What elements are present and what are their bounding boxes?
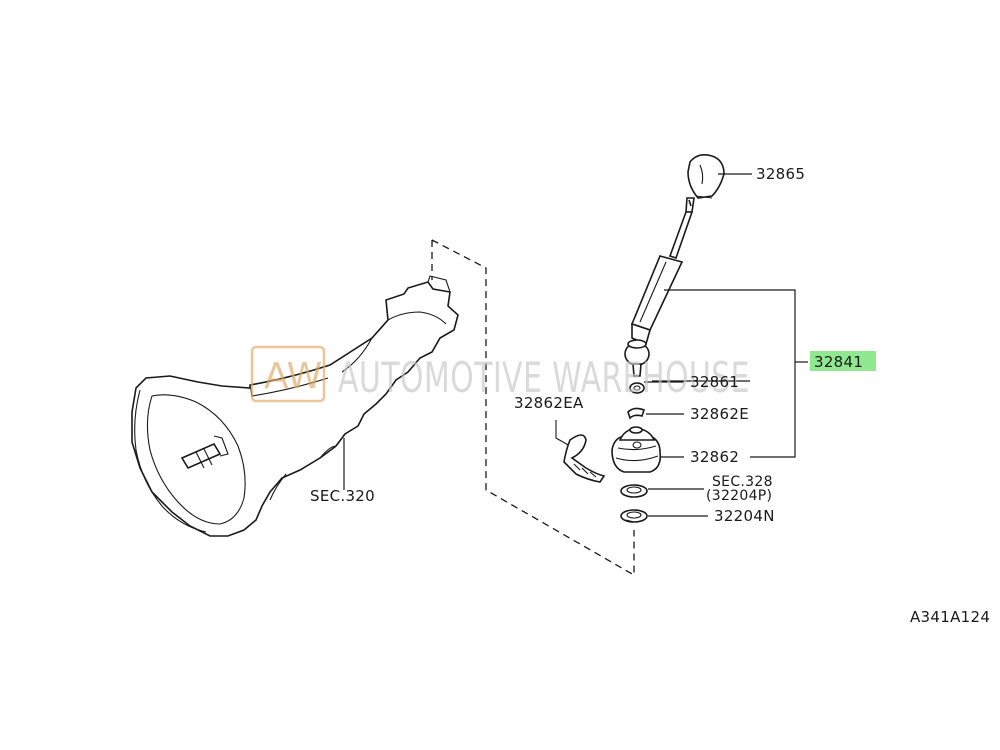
- shift-lever[interactable]: [624, 197, 695, 377]
- sec328-retainer[interactable]: [620, 484, 648, 498]
- shifter-boot[interactable]: [611, 426, 662, 473]
- leader-lines: [644, 173, 808, 517]
- label-seal[interactable]: 32862EA: [514, 394, 584, 412]
- label-knob[interactable]: 32865: [756, 165, 805, 183]
- watermark: AW AUTOMOTIVE WAREHOUSE: [250, 345, 750, 403]
- label-sec328-part[interactable]: (32204P): [706, 488, 772, 504]
- label-transmission[interactable]: SEC.320: [310, 487, 375, 505]
- section-outline: [431, 239, 635, 577]
- shift-knob[interactable]: [687, 154, 725, 199]
- watermark-badge-text: AW: [264, 356, 322, 397]
- label-sec328[interactable]: SEC.328: [712, 474, 773, 490]
- lever-clip[interactable]: [627, 407, 645, 420]
- label-lever-assembly[interactable]: 32841: [814, 353, 863, 371]
- lever-bushing[interactable]: [629, 382, 645, 394]
- watermark-badge: [250, 345, 326, 403]
- transmission-housing[interactable]: [131, 275, 459, 537]
- highlight-box: [810, 351, 876, 371]
- snap-ring[interactable]: [620, 509, 648, 523]
- label-boot[interactable]: 32862: [690, 448, 739, 466]
- label-clip[interactable]: 32862E: [690, 405, 749, 423]
- label-snap-ring[interactable]: 32204N: [714, 507, 775, 525]
- seal-32862ea[interactable]: [555, 420, 606, 483]
- watermark-text: AUTOMOTIVE WAREHOUSE: [338, 353, 750, 402]
- label-bushing[interactable]: 32861: [690, 373, 739, 391]
- diagram-code: A341A124: [910, 608, 990, 626]
